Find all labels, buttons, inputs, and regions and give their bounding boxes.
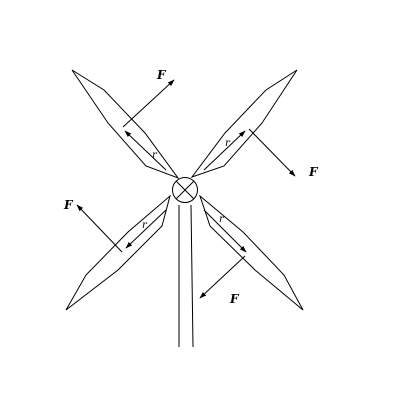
radius-label-lower-right: r bbox=[219, 214, 225, 225]
force-arrow-upper-left bbox=[122, 79, 175, 128]
radius-label-upper-right: r bbox=[225, 138, 231, 149]
hub bbox=[172, 177, 198, 203]
radius-label-lower-left: r bbox=[142, 220, 148, 231]
force-label-lower-left: F bbox=[63, 198, 74, 212]
force-label-upper-right: F bbox=[308, 165, 319, 179]
force-arrow-lower-left bbox=[76, 204, 123, 253]
blade-lower-right bbox=[198, 194, 304, 311]
hub-cross-2 bbox=[175, 180, 195, 200]
force-label-lower-right: F bbox=[229, 292, 240, 306]
force-label-upper-left: F bbox=[156, 68, 167, 82]
tower bbox=[178, 204, 194, 348]
radius-arrow-upper-right bbox=[203, 130, 246, 171]
radius-arrow-upper-left bbox=[124, 130, 167, 171]
radius-arrow-lower-left bbox=[125, 209, 167, 249]
blade-upper-right bbox=[190, 69, 298, 179]
blade-lower-left bbox=[65, 194, 171, 311]
radius-arrow-lower-right bbox=[203, 209, 247, 253]
radius-label-upper-left: r bbox=[152, 150, 158, 161]
force-arrow-upper-right bbox=[248, 128, 296, 177]
force-arrow-lower-right bbox=[199, 255, 246, 299]
blade-upper-left bbox=[71, 69, 180, 180]
tower-right-edge bbox=[190, 204, 194, 348]
